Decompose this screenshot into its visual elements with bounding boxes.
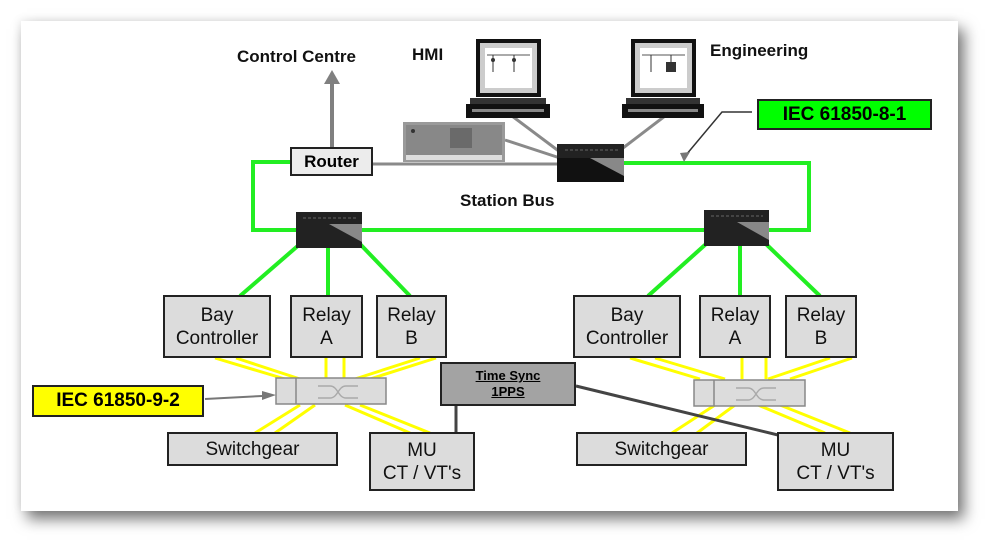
left-process-switch-icon — [275, 377, 387, 405]
station-grey-links — [373, 114, 666, 166]
process-bus-links-right — [629, 356, 853, 435]
relay-a-line1: Relay — [302, 304, 351, 326]
bay-controller-line1: Bay — [200, 304, 234, 326]
switchgear-left: Switchgear — [167, 432, 338, 466]
relay-b-right: Relay B — [785, 295, 857, 358]
left-bay-switch-icon — [296, 212, 362, 248]
switchgear-label: Switchgear — [205, 438, 300, 460]
iec-9-2-leader — [204, 391, 276, 400]
bay-controller-line2: Controller — [585, 327, 669, 349]
relay-a-line1: Relay — [710, 304, 760, 326]
right-bay-switch-icon — [704, 210, 769, 246]
iec-8-1-leader — [680, 111, 752, 162]
switchgear-label: Switchgear — [614, 438, 709, 460]
relay-b-line1: Relay — [387, 304, 436, 326]
engineering-workstation-icon — [622, 39, 704, 118]
relay-a-right: Relay A — [699, 295, 771, 358]
merging-unit-line1: MU — [407, 439, 437, 461]
time-sync-line1: Time Sync — [475, 368, 541, 383]
time-sync-box: Time Sync 1PPS — [440, 362, 576, 406]
hmi-workstation-icon — [466, 39, 550, 118]
relay-a-line2: A — [320, 327, 333, 349]
relay-b-line2: B — [814, 327, 828, 349]
merging-unit-line2: CT / VT's — [382, 462, 462, 484]
hmi-label: HMI — [412, 45, 444, 64]
iec-61850-8-1-tag: IEC 61850-8-1 — [757, 99, 932, 130]
bay-controller-line2: Controller — [175, 327, 259, 349]
relay-b-line1: Relay — [796, 304, 846, 326]
relay-a-left: Relay A — [290, 295, 363, 358]
relay-b-left: Relay B — [376, 295, 447, 358]
central-switch-icon — [557, 144, 624, 182]
station-bus-label: Station Bus — [460, 191, 555, 210]
control-centre-label: Control Centre — [237, 47, 356, 66]
time-sync-links — [454, 384, 779, 437]
bay-controller-left: Bay Controller — [163, 295, 271, 358]
relay-a-line2: A — [728, 327, 742, 349]
switchgear-right: Switchgear — [576, 432, 747, 466]
station-bus-ring — [238, 160, 822, 298]
control-centre-arrow — [324, 70, 340, 147]
relay-b-line2: B — [405, 327, 418, 349]
merging-unit-line2: CT / VT's — [796, 462, 875, 484]
merging-unit-right: MU CT / VT's — [777, 432, 894, 491]
router-box: Router — [290, 147, 373, 176]
merging-unit-line1: MU — [820, 439, 851, 461]
bay-controller-right: Bay Controller — [573, 295, 681, 358]
iec-61850-9-2-tag: IEC 61850-9-2 — [32, 385, 204, 417]
process-bus-links-left — [214, 356, 437, 435]
server-rack-icon — [403, 122, 505, 162]
right-process-switch-icon — [693, 379, 806, 407]
merging-unit-left: MU CT / VT's — [369, 432, 475, 491]
bay-controller-line1: Bay — [610, 304, 644, 326]
engineering-label: Engineering — [710, 41, 809, 60]
time-sync-line2: 1PPS — [491, 384, 525, 399]
